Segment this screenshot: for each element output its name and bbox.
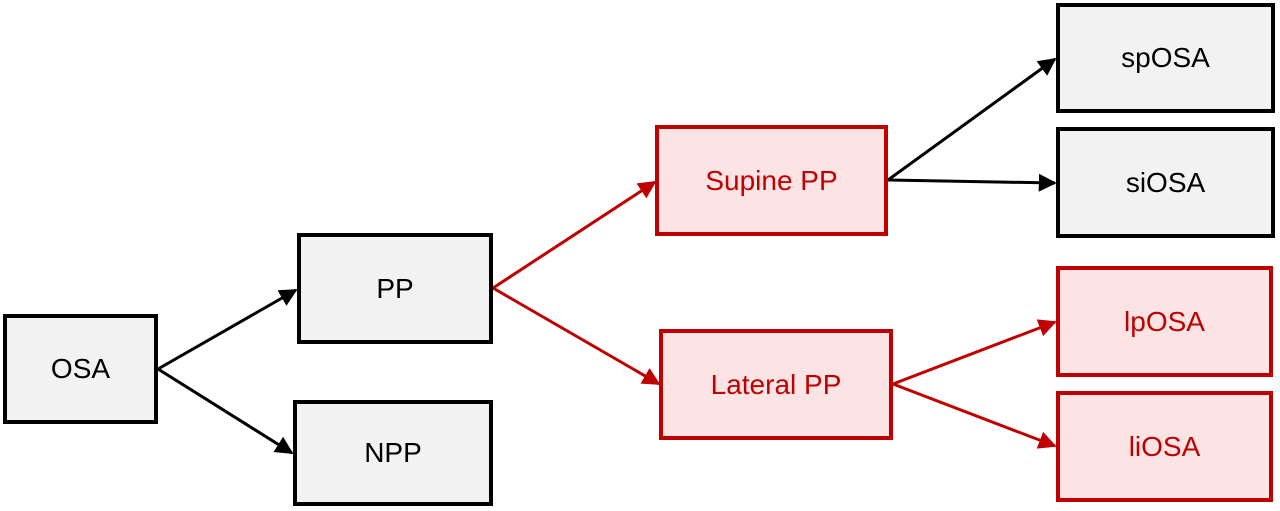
arrow-lateral-to-liosa bbox=[892, 382, 1057, 449]
node-pp: PP bbox=[297, 233, 493, 344]
arrow-lateral-to-lposa bbox=[892, 319, 1057, 386]
node-osa: OSA bbox=[3, 314, 158, 424]
arrow-osa-to-pp bbox=[157, 288, 298, 371]
arrow-supine-to-sposa bbox=[887, 57, 1057, 182]
arrow-pp-to-lateral-pp bbox=[492, 286, 661, 386]
node-lateral-pp: Lateral PP bbox=[659, 329, 893, 440]
node-sposa: spOSA bbox=[1056, 3, 1275, 113]
node-liosa: liOSA bbox=[1056, 391, 1273, 502]
node-siosa: siOSA bbox=[1056, 127, 1275, 238]
node-npp: NPP bbox=[293, 400, 493, 506]
node-supine-pp: Supine PP bbox=[655, 125, 888, 236]
arrow-supine-to-siosa bbox=[887, 173, 1057, 192]
node-lposa: lpOSA bbox=[1056, 266, 1273, 377]
arrow-osa-to-npp bbox=[157, 367, 294, 455]
arrow-pp-to-supine-pp bbox=[492, 180, 657, 290]
